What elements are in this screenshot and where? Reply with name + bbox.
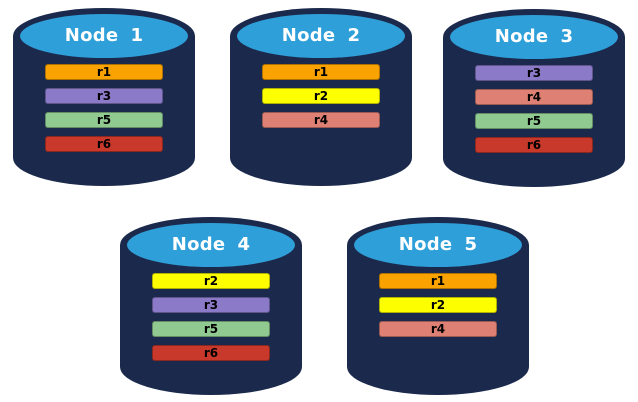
node-title: Node 5 bbox=[347, 234, 529, 255]
node-number: 2 bbox=[347, 25, 361, 46]
node-number: 4 bbox=[237, 234, 251, 255]
database-node: Node 2 r1 r2 r4 bbox=[230, 8, 412, 188]
replica-bar: r1 bbox=[45, 64, 163, 80]
replica-bar: r2 bbox=[262, 88, 380, 104]
replica-list: r2 r3 r5 r6 bbox=[152, 273, 270, 361]
replica-label: r6 bbox=[203, 346, 219, 360]
replica-label: r1 bbox=[96, 65, 112, 79]
node-title: Node 3 bbox=[443, 26, 625, 47]
replica-list: r1 r3 r5 r6 bbox=[45, 64, 163, 152]
replica-label: r3 bbox=[96, 89, 112, 103]
node-title-text: Node bbox=[398, 234, 453, 255]
replica-label: r5 bbox=[203, 322, 219, 336]
node-number: 1 bbox=[130, 25, 144, 46]
replica-bar: r6 bbox=[475, 137, 593, 153]
replica-bar: r6 bbox=[45, 136, 163, 152]
node-title: Node 1 bbox=[13, 25, 195, 46]
replica-bar: r1 bbox=[262, 64, 380, 80]
replica-label: r2 bbox=[430, 298, 446, 312]
replica-label: r3 bbox=[203, 298, 219, 312]
replica-bar: r4 bbox=[475, 89, 593, 105]
database-node: Node 1 r1 r3 r5 r6 bbox=[13, 8, 195, 188]
node-title-text: Node bbox=[64, 25, 119, 46]
replica-bar: r5 bbox=[152, 321, 270, 337]
replica-bar: r6 bbox=[152, 345, 270, 361]
database-node: Node 3 r3 r4 r5 r6 bbox=[443, 9, 625, 189]
replica-label: r5 bbox=[526, 114, 542, 128]
replica-bar: r3 bbox=[152, 297, 270, 313]
replica-bar: r2 bbox=[152, 273, 270, 289]
replica-label: r4 bbox=[313, 113, 329, 127]
replica-bar: r5 bbox=[45, 112, 163, 128]
replica-label: r1 bbox=[313, 65, 329, 79]
replica-bar: r3 bbox=[45, 88, 163, 104]
replica-list: r1 r2 r4 bbox=[379, 273, 497, 337]
node-number: 5 bbox=[464, 234, 478, 255]
replica-bar: r2 bbox=[379, 297, 497, 313]
database-node: Node 4 r2 r3 r5 r6 bbox=[120, 217, 302, 397]
replica-label: r4 bbox=[430, 322, 446, 336]
replica-bar: r1 bbox=[379, 273, 497, 289]
replica-label: r3 bbox=[526, 66, 542, 80]
replica-label: r5 bbox=[96, 113, 112, 127]
node-title: Node 2 bbox=[230, 25, 412, 46]
replica-label: r1 bbox=[430, 274, 446, 288]
replica-label: r6 bbox=[96, 137, 112, 151]
replica-bar: r4 bbox=[262, 112, 380, 128]
node-title: Node 4 bbox=[120, 234, 302, 255]
node-number: 3 bbox=[560, 26, 574, 47]
replica-list: r3 r4 r5 r6 bbox=[475, 65, 593, 153]
replica-label: r6 bbox=[526, 138, 542, 152]
replica-label: r4 bbox=[526, 90, 542, 104]
replica-bar: r5 bbox=[475, 113, 593, 129]
replica-list: r1 r2 r4 bbox=[262, 64, 380, 128]
replica-bar: r4 bbox=[379, 321, 497, 337]
database-node: Node 5 r1 r2 r4 bbox=[347, 217, 529, 397]
node-title-text: Node bbox=[281, 25, 336, 46]
replica-label: r2 bbox=[203, 274, 219, 288]
node-title-text: Node bbox=[171, 234, 226, 255]
replica-bar: r3 bbox=[475, 65, 593, 81]
node-title-text: Node bbox=[494, 26, 549, 47]
replica-label: r2 bbox=[313, 89, 329, 103]
